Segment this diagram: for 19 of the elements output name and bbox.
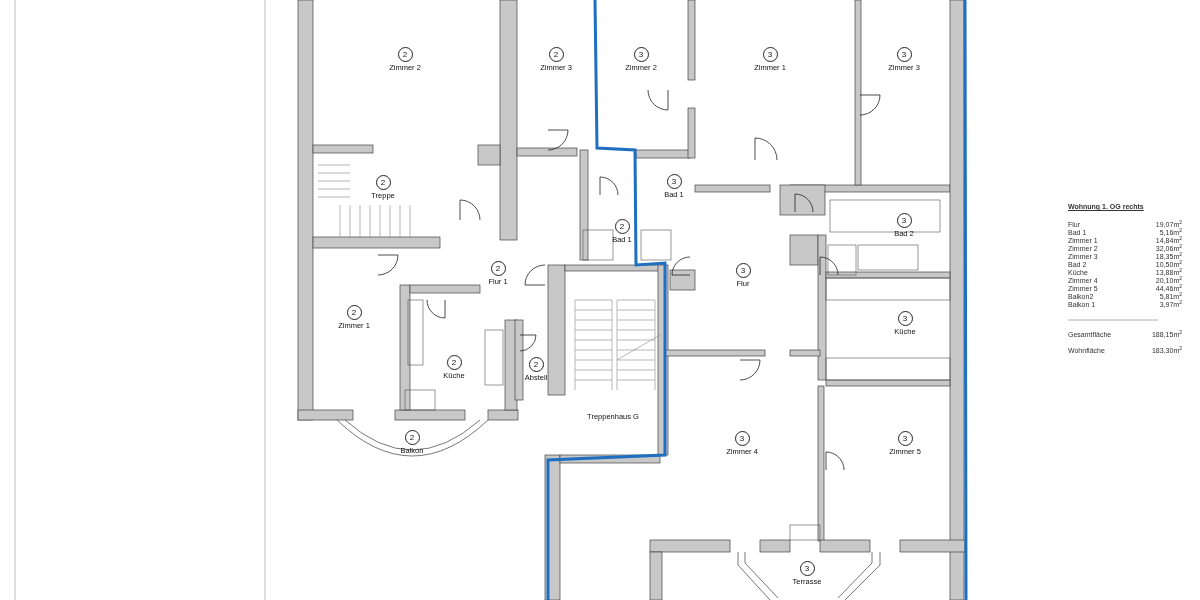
room-number: 2 <box>375 175 391 190</box>
room-number: 3 <box>799 561 815 576</box>
room-number: 2 <box>548 47 564 62</box>
room-number: 3 <box>897 311 913 326</box>
room-number: 3 <box>896 47 912 62</box>
room-number: 2 <box>404 430 420 445</box>
room-number: 3 <box>735 263 751 278</box>
room-number: 3 <box>896 213 912 228</box>
room-number: 2 <box>490 261 506 276</box>
room-number: 3 <box>633 47 649 62</box>
room-number: 2 <box>346 305 362 320</box>
room-number: 3 <box>666 174 682 189</box>
room-number: 2 <box>397 47 413 62</box>
room-number: 3 <box>734 431 750 446</box>
room-number: 2 <box>614 219 630 234</box>
room-number: 2 <box>446 355 462 370</box>
room-number: 2 <box>528 357 544 372</box>
room-number: 3 <box>762 47 778 62</box>
room-number: 3 <box>897 431 913 446</box>
